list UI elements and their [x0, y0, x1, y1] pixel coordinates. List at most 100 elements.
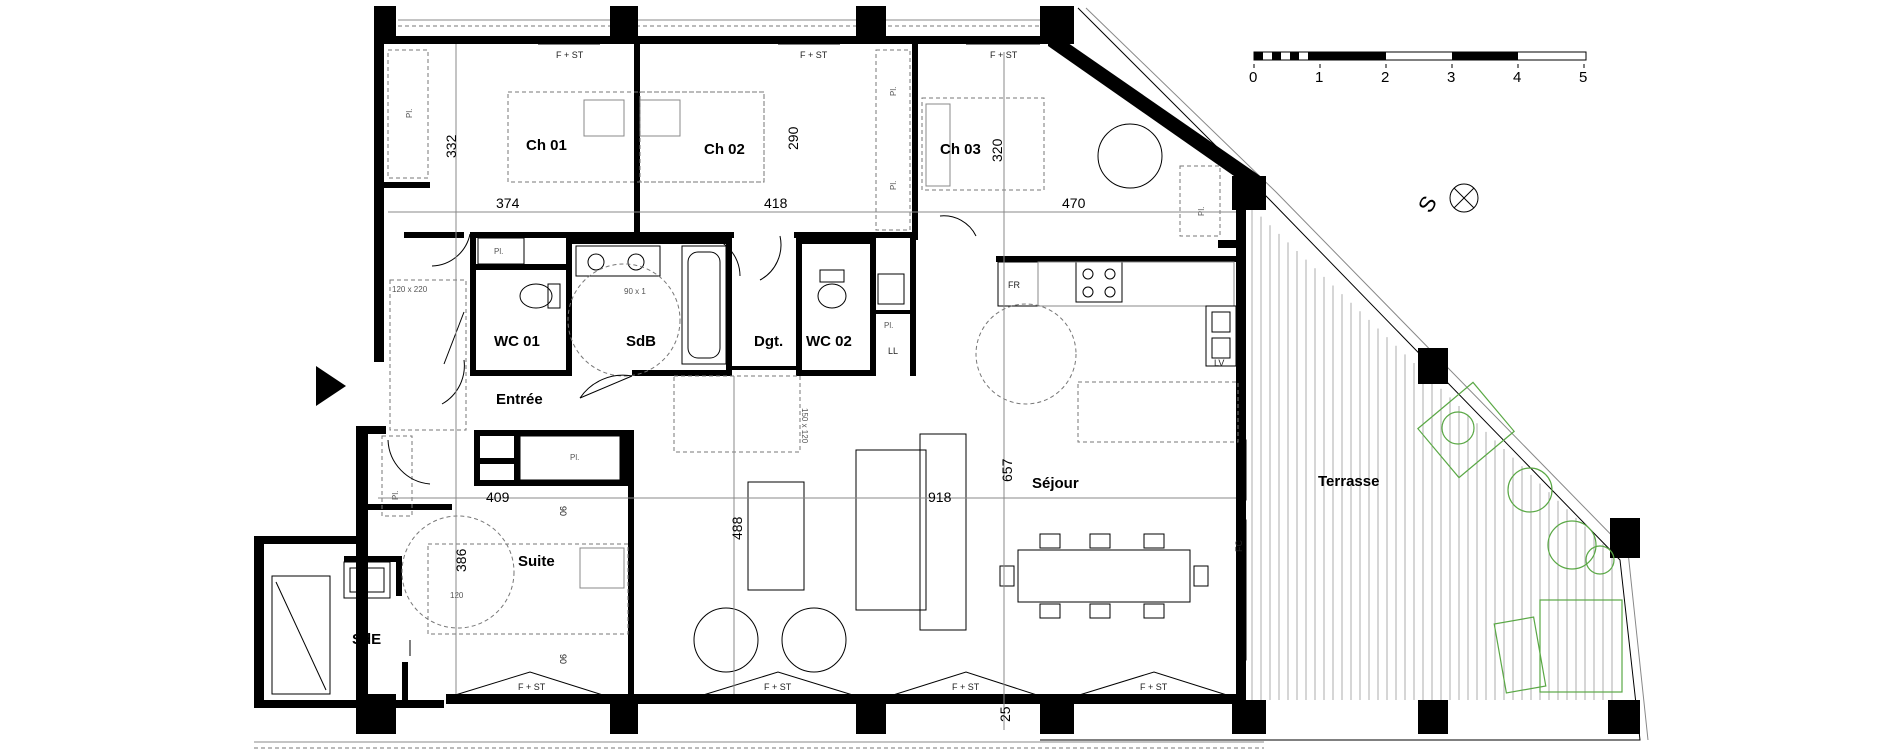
furniture: Pl. Pl. Pl. Pl. Pl. 90 x 1 Pl. LL 120 x …: [271, 49, 1239, 695]
window-sejour-3: F + ST: [1075, 671, 1231, 697]
compass-label: S: [1413, 191, 1442, 216]
svg-text:LV: LV: [1214, 358, 1224, 368]
svg-text:Pl.: Pl.: [889, 181, 898, 190]
room-label-dgt: Dgt.: [754, 333, 783, 350]
compass-icon: S: [1413, 183, 1479, 217]
svg-text:Pl.: Pl.: [884, 321, 893, 330]
terrace-pillar: [1608, 700, 1640, 734]
kitchen-sink: [1205, 305, 1237, 367]
toilet-wc01: [519, 283, 553, 309]
dining-table: [1017, 549, 1191, 603]
room-label-sejour: Séjour: [1032, 475, 1079, 492]
window-suite: F + ST: [451, 671, 607, 697]
sofa: [855, 449, 927, 611]
scale-bar: 0 1 2 3 4 5: [1249, 51, 1587, 86]
svg-text:150 x 120: 150 x 120: [800, 408, 809, 444]
svg-text:Pl.: Pl.: [1197, 207, 1206, 216]
svg-text:Pl.: Pl.: [570, 453, 579, 462]
window-sejour-1: F + ST: [699, 671, 857, 697]
dim-332: 332: [443, 134, 459, 158]
scale-tick-3: 3: [1447, 69, 1455, 86]
dim-470: 470: [1062, 195, 1086, 211]
toilet-wc02: [817, 283, 847, 309]
dim-918: 918: [928, 489, 952, 505]
room-label-entree: Entrée: [496, 391, 543, 408]
dim-418: 418: [764, 195, 788, 211]
window-ch02: F + ST: [778, 39, 840, 60]
terrace-pillar: [1418, 348, 1448, 384]
svg-text:F + ST: F + ST: [1140, 682, 1168, 692]
scale-tick-2: 2: [1381, 69, 1389, 86]
room-label-wc01: WC 01: [494, 333, 540, 350]
terrace-decking: [1251, 208, 1613, 700]
door-swings: [387, 215, 977, 656]
turn-circle-sdb: [567, 263, 681, 377]
bathtub: [681, 245, 727, 365]
balcony-rails: [254, 19, 1264, 749]
dim-90-b: 90: [558, 654, 568, 664]
turn-circle-suite: [401, 515, 515, 629]
svg-text:Pl.: Pl.: [494, 247, 503, 256]
svg-text:120: 120: [450, 591, 464, 600]
svg-text:Pl.: Pl.: [391, 491, 400, 500]
window-terrace-door: FC: [1234, 439, 1247, 661]
scale-tick-1: 1: [1315, 69, 1323, 86]
bed-ch03: [921, 97, 1045, 191]
room-label-sde: SdE: [352, 631, 381, 648]
svg-text:F + ST: F + ST: [764, 682, 792, 692]
terrace-area: Terrasse: [1040, 7, 1649, 741]
svg-text:Pl.: Pl.: [889, 87, 898, 96]
scale-tick-0: 0: [1249, 69, 1257, 86]
dim-290: 290: [785, 126, 801, 150]
desk-chair-ch03: [1097, 123, 1163, 189]
coffee-table: [747, 481, 805, 591]
terrace-pillar: [1610, 518, 1640, 558]
planter-trees: [1417, 381, 1623, 694]
svg-text:F + ST: F + ST: [800, 50, 828, 60]
washbasin-sde: [343, 561, 391, 599]
room-label-wc02: WC 02: [806, 333, 852, 350]
sink-sdb: [575, 245, 661, 277]
room-label-sdb: SdB: [626, 333, 656, 350]
dim-409: 409: [486, 489, 510, 505]
svg-text:Pl.: Pl.: [405, 109, 414, 118]
svg-text:120 x 220: 120 x 220: [392, 285, 428, 294]
dim-374: 374: [496, 195, 520, 211]
svg-text:F + ST: F + ST: [952, 682, 980, 692]
structural-pillars: [356, 6, 1266, 734]
svg-text:90 x 1: 90 x 1: [624, 287, 646, 296]
entrance-arrow-icon: [316, 366, 346, 406]
window-sejour-2: F + ST: [889, 671, 1041, 697]
scale-tick-5: 5: [1579, 69, 1587, 86]
room-label-ch02: Ch 02: [704, 141, 745, 158]
svg-text:F + ST: F + ST: [556, 50, 584, 60]
room-label-ch03: Ch 03: [940, 141, 981, 158]
terrasse-label: Terrasse: [1318, 473, 1379, 490]
exterior-walls: [254, 36, 1266, 708]
armchair: [781, 607, 847, 673]
dimension-labels: 332 290 320 374 418 470 409 918 657 488 …: [443, 126, 1086, 722]
svg-text:F + ST: F + ST: [518, 682, 546, 692]
shower-sde: [271, 575, 331, 695]
room-labels: Ch 01 Ch 02 Ch 03 WC 01 SdB Dgt. WC 02 E…: [352, 137, 1079, 648]
scale-tick-4: 4: [1513, 69, 1521, 86]
dim-386: 386: [453, 548, 469, 572]
dimension-lines: [378, 44, 1236, 730]
kitchen-island: [1077, 381, 1239, 443]
bed-ch02: [639, 91, 765, 183]
terrace-pillar: [1418, 700, 1448, 734]
room-label-suite: Suite: [518, 553, 555, 570]
ll-label: LL: [888, 346, 898, 356]
dim-488: 488: [729, 516, 745, 540]
room-label-ch01: Ch 01: [526, 137, 567, 154]
turn-circle-kitchen: [975, 303, 1077, 405]
dim-25: 25: [997, 706, 1013, 722]
bed-suite: [427, 543, 629, 635]
dim-320: 320: [989, 138, 1005, 162]
svg-text:FC: FC: [1234, 540, 1244, 552]
dim-90-a: 90: [558, 506, 568, 516]
window-ch01: F + ST: [538, 39, 600, 60]
dim-657: 657: [999, 458, 1015, 482]
cooktop: [1075, 261, 1123, 303]
